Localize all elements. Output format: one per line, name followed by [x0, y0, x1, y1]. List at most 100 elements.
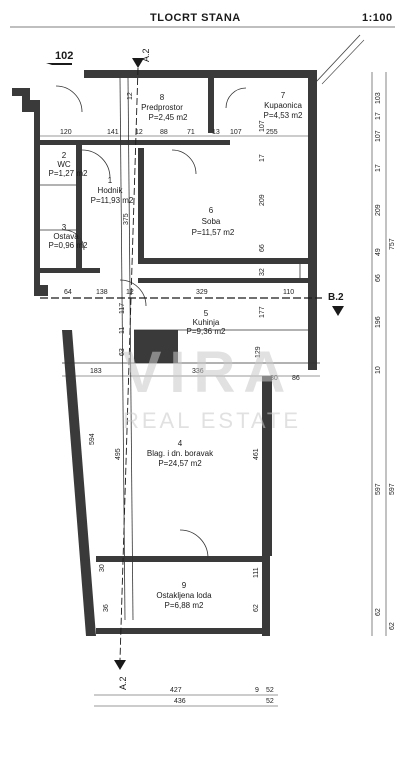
- svg-text:62: 62: [389, 622, 396, 630]
- room-5: 5 Kuhinja P=9,36 m2: [187, 309, 226, 336]
- svg-text:597: 597: [375, 483, 382, 495]
- svg-text:209: 209: [375, 204, 382, 216]
- watermark-logo: VIRA: [123, 340, 294, 405]
- svg-text:P=2,45 m2: P=2,45 m2: [149, 113, 188, 122]
- svg-text:Soba: Soba: [202, 217, 221, 226]
- svg-text:1: 1: [108, 176, 113, 185]
- svg-text:110: 110: [283, 289, 294, 296]
- svg-text:209: 209: [259, 194, 266, 206]
- svg-text:594: 594: [89, 433, 96, 445]
- svg-text:52: 52: [266, 687, 274, 694]
- room-1: 1 Hodnik P=11,93 m2: [91, 176, 134, 205]
- section-a-top-arrow-icon: [132, 58, 144, 68]
- svg-text:2: 2: [62, 151, 67, 160]
- section-b-arrow-icon: [332, 306, 344, 316]
- svg-text:427: 427: [170, 687, 182, 694]
- svg-text:52: 52: [266, 698, 274, 705]
- door-swings: [55, 85, 247, 559]
- svg-text:32: 32: [259, 268, 266, 276]
- svg-text:141: 141: [107, 129, 119, 136]
- svg-text:17: 17: [259, 154, 266, 162]
- svg-text:P=4,53 m2: P=4,53 m2: [264, 111, 303, 120]
- svg-text:49: 49: [375, 248, 382, 256]
- svg-text:12: 12: [135, 129, 143, 136]
- svg-text:66: 66: [375, 274, 382, 282]
- svg-text:P=11,93 m2: P=11,93 m2: [91, 196, 134, 205]
- section-b-label: B.2: [328, 292, 344, 303]
- svg-text:62: 62: [253, 604, 260, 612]
- svg-text:461: 461: [253, 448, 260, 460]
- section-a-line: [119, 67, 139, 661]
- svg-text:107: 107: [230, 129, 242, 136]
- svg-text:17: 17: [375, 164, 382, 172]
- svg-text:Kuhinja: Kuhinja: [193, 318, 220, 327]
- svg-text:Hodnik: Hodnik: [98, 186, 124, 195]
- svg-text:17: 17: [375, 112, 382, 120]
- svg-text:36: 36: [103, 604, 110, 612]
- svg-text:177: 177: [259, 306, 266, 318]
- svg-text:P=6,88 m2: P=6,88 m2: [165, 601, 204, 610]
- room-2: 2 WC P=1,27 m2: [49, 151, 88, 178]
- plan-title: TLOCRT STANA: [150, 12, 241, 24]
- room-4: 4 Blag. i dn. boravak P=24,57 m2: [147, 439, 214, 468]
- unit-number: 102: [55, 50, 73, 62]
- section-a-bottom-arrow-icon: [114, 660, 126, 670]
- svg-text:66: 66: [259, 244, 266, 252]
- svg-text:255: 255: [266, 129, 278, 136]
- room-9: 9 Ostakljena loda P=6,88 m2: [156, 581, 212, 610]
- unit-arrow-icon: [46, 63, 72, 65]
- svg-text:5: 5: [204, 309, 209, 318]
- svg-text:P=24,57 m2: P=24,57 m2: [158, 459, 202, 468]
- svg-text:88: 88: [160, 129, 168, 136]
- svg-text:111: 111: [253, 567, 260, 578]
- room-7: 7 Kupaonica P=4,53 m2: [264, 91, 303, 120]
- svg-text:120: 120: [60, 129, 72, 136]
- svg-text:9: 9: [255, 687, 259, 694]
- room-6: 6 Soba P=11,57 m2: [192, 206, 235, 237]
- svg-text:757: 757: [389, 238, 396, 250]
- svg-text:64: 64: [64, 289, 72, 296]
- interior-lines: [40, 77, 320, 621]
- boundary-line: [315, 34, 361, 83]
- svg-text:495: 495: [115, 448, 122, 460]
- svg-text:9: 9: [182, 581, 187, 590]
- svg-text:7: 7: [281, 91, 286, 100]
- svg-text:30: 30: [270, 375, 278, 382]
- dim-row-top: 120 141 12 88 71 13 107 255: [40, 129, 310, 137]
- svg-text:WC: WC: [57, 160, 71, 169]
- dim-vertical-inner: 12 375 117 11 63 594 495 461 111 62 36 3…: [89, 92, 266, 612]
- svg-text:62: 62: [375, 608, 382, 616]
- svg-text:P=0,96 m2: P=0,96 m2: [49, 241, 88, 250]
- svg-text:Blag. i dn. boravak: Blag. i dn. boravak: [147, 449, 214, 458]
- svg-text:375: 375: [123, 213, 130, 225]
- svg-text:6: 6: [209, 206, 214, 215]
- svg-text:12: 12: [127, 92, 134, 100]
- svg-text:183: 183: [90, 368, 102, 375]
- svg-text:597: 597: [389, 483, 396, 495]
- svg-text:Ostakljena loda: Ostakljena loda: [156, 591, 212, 600]
- svg-text:4: 4: [178, 439, 183, 448]
- svg-text:8: 8: [160, 93, 165, 102]
- dim-bottom: 427 9 52 436 52: [94, 687, 278, 707]
- svg-text:86: 86: [292, 375, 300, 382]
- svg-text:138: 138: [96, 289, 108, 296]
- dim-row-middle: 64 138 12 329 110: [64, 289, 294, 296]
- svg-text:13: 13: [212, 129, 220, 136]
- svg-text:117: 117: [119, 303, 126, 314]
- svg-text:P=11,57 m2: P=11,57 m2: [192, 228, 235, 237]
- svg-text:11: 11: [119, 327, 126, 334]
- room-8: 8 Predprostor P=2,45 m2: [141, 93, 188, 122]
- svg-text:12: 12: [126, 289, 134, 296]
- svg-text:63: 63: [119, 348, 126, 356]
- svg-text:436: 436: [174, 698, 186, 705]
- section-a-top-label: A.2: [141, 48, 151, 62]
- boundary-line-2: [321, 39, 365, 85]
- svg-text:Predprostor: Predprostor: [141, 103, 183, 112]
- svg-text:P=1,27 m2: P=1,27 m2: [49, 169, 88, 178]
- dim-right-chain: 103 17 107 17 209 757 49 66 196 10 597 5…: [371, 72, 396, 636]
- svg-text:Ostava: Ostava: [53, 232, 79, 241]
- svg-text:3: 3: [62, 223, 67, 232]
- walls: [12, 70, 317, 636]
- svg-text:336: 336: [192, 368, 204, 375]
